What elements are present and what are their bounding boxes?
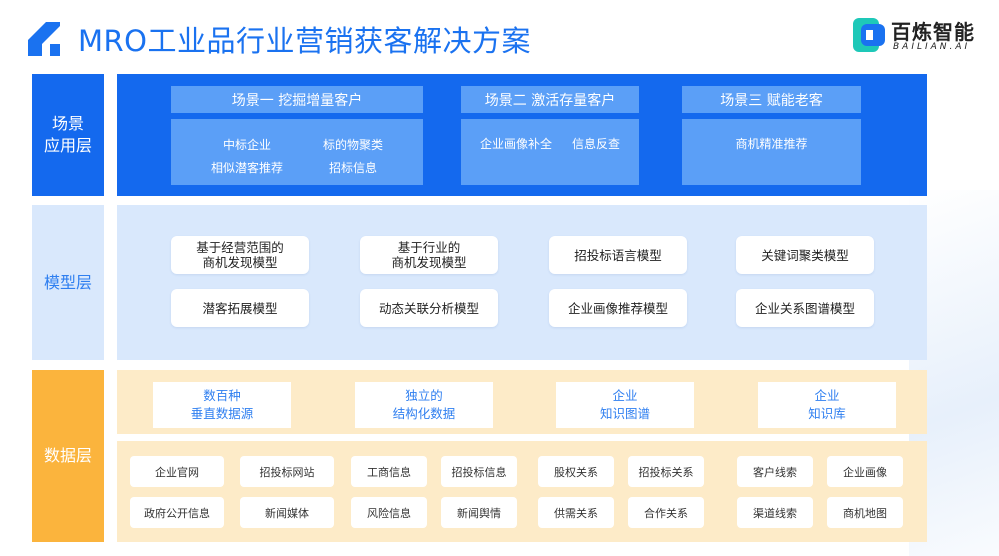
- model-box-text: 关键词聚类模型: [761, 247, 849, 263]
- scene-item: 商机精准推荐: [735, 137, 808, 151]
- model-box-text: 企业关系图谱模型: [754, 300, 855, 316]
- model-box-text: 基于经营范围的 商机发现模型: [196, 240, 284, 270]
- data-item: 工商信息: [351, 456, 427, 487]
- model-box: 关键词聚类模型: [736, 236, 874, 274]
- model-layer-label-text: 模型层: [43, 272, 92, 292]
- data-source-text: 企业 知识图谱: [599, 388, 650, 421]
- scene-body: 商机精准推荐: [682, 119, 861, 185]
- brand-name: 百炼智能: [891, 20, 975, 44]
- model-layer-label: 模型层: [32, 205, 104, 360]
- data-source-box: 企业 知识库: [758, 382, 896, 428]
- model-box-text: 动态关联分析模型: [378, 300, 479, 316]
- data-item: 股权关系: [538, 456, 614, 487]
- data-layer-label: 数据层: [32, 370, 104, 542]
- model-box: 基于行业的 商机发现模型: [360, 236, 498, 274]
- data-item: 企业官网: [130, 456, 224, 487]
- model-box: 基于经营范围的 商机发现模型: [171, 236, 309, 274]
- scene-item: 信息反查: [572, 137, 621, 151]
- data-item: 渠道线索: [737, 497, 813, 528]
- logo-icon: [28, 22, 60, 56]
- scene-layer-label-text: 场景 应用层: [43, 114, 92, 155]
- data-item: 政府公开信息: [130, 497, 224, 528]
- data-item: 企业画像: [827, 456, 903, 487]
- data-item: 新闻媒体: [240, 497, 334, 528]
- scene-item: 标的物聚类: [323, 138, 384, 152]
- data-source-box: 企业 知识图谱: [556, 382, 694, 428]
- data-source-box: 独立的 结构化数据: [355, 382, 493, 428]
- data-source-panel: 数百种 垂直数据源 独立的 结构化数据 企业 知识图谱 企业 知识库: [117, 370, 927, 434]
- scene-item: 中标企业: [222, 138, 271, 152]
- model-box: 动态关联分析模型: [360, 289, 498, 327]
- data-source-text: 企业 知识库: [808, 388, 846, 421]
- model-box: 企业画像推荐模型: [549, 289, 687, 327]
- scene-layer-label: 场景 应用层: [32, 74, 104, 196]
- scene-title: 场景三 赋能老客: [682, 86, 861, 113]
- data-source-text: 数百种 垂直数据源: [190, 388, 254, 421]
- data-items-panel: 企业官网 招投标网站 政府公开信息 新闻媒体 工商信息 招投标信息 风险信息 新…: [117, 441, 927, 542]
- data-item: 招投标信息: [441, 456, 517, 487]
- scene-item: 招标信息: [329, 161, 378, 175]
- scene-title: 场景二 激活存量客户: [461, 86, 639, 113]
- scene-panel: 场景一 挖掘增量客户 中标企业 标的物聚类 相似潜客推荐 招标信息 场景二 激活…: [117, 74, 927, 196]
- brand-mark-icon: [853, 18, 885, 52]
- scene-title: 场景一 挖掘增量客户: [171, 86, 423, 113]
- data-item: 招投标关系: [628, 456, 704, 487]
- data-item: 客户线索: [737, 456, 813, 487]
- data-item: 招投标网站: [240, 456, 334, 487]
- data-source-box: 数百种 垂直数据源: [153, 382, 291, 428]
- model-box-text: 招投标语言模型: [574, 247, 662, 263]
- data-item: 商机地图: [827, 497, 903, 528]
- scene-group-3: 场景三 赋能老客 商机精准推荐: [682, 86, 861, 185]
- model-box-text: 基于行业的 商机发现模型: [391, 240, 467, 270]
- data-layer-label-text: 数据层: [43, 446, 92, 465]
- data-item: 供需关系: [538, 497, 614, 528]
- model-box: 招投标语言模型: [549, 236, 687, 274]
- model-box-text: 企业画像推荐模型: [567, 300, 668, 316]
- data-source-text: 独立的 结构化数据: [392, 388, 456, 421]
- data-item: 合作关系: [628, 497, 704, 528]
- model-panel: 基于经营范围的 商机发现模型 基于行业的 商机发现模型 招投标语言模型 关键词聚…: [117, 205, 927, 360]
- model-box: 潜客拓展模型: [171, 289, 309, 327]
- scene-item: 企业画像补全: [479, 137, 552, 151]
- model-box-text: 潜客拓展模型: [202, 300, 278, 316]
- model-box: 企业关系图谱模型: [736, 289, 874, 327]
- scene-group-2: 场景二 激活存量客户 企业画像补全 信息反查: [461, 86, 639, 185]
- page-title: MRO工业品行业营销获客解决方案: [78, 24, 531, 58]
- scene-item: 相似潜客推荐: [210, 161, 283, 175]
- scene-body: 企业画像补全 信息反查: [461, 119, 639, 185]
- data-item: 风险信息: [351, 497, 427, 528]
- scene-body: 中标企业 标的物聚类 相似潜客推荐 招标信息: [171, 119, 423, 185]
- brand-logo: 百炼智能 BAILIAN.AI: [853, 16, 983, 58]
- brand-subtitle: BAILIAN.AI: [893, 42, 971, 52]
- scene-group-1: 场景一 挖掘增量客户 中标企业 标的物聚类 相似潜客推荐 招标信息: [171, 86, 423, 185]
- data-item: 新闻舆情: [441, 497, 517, 528]
